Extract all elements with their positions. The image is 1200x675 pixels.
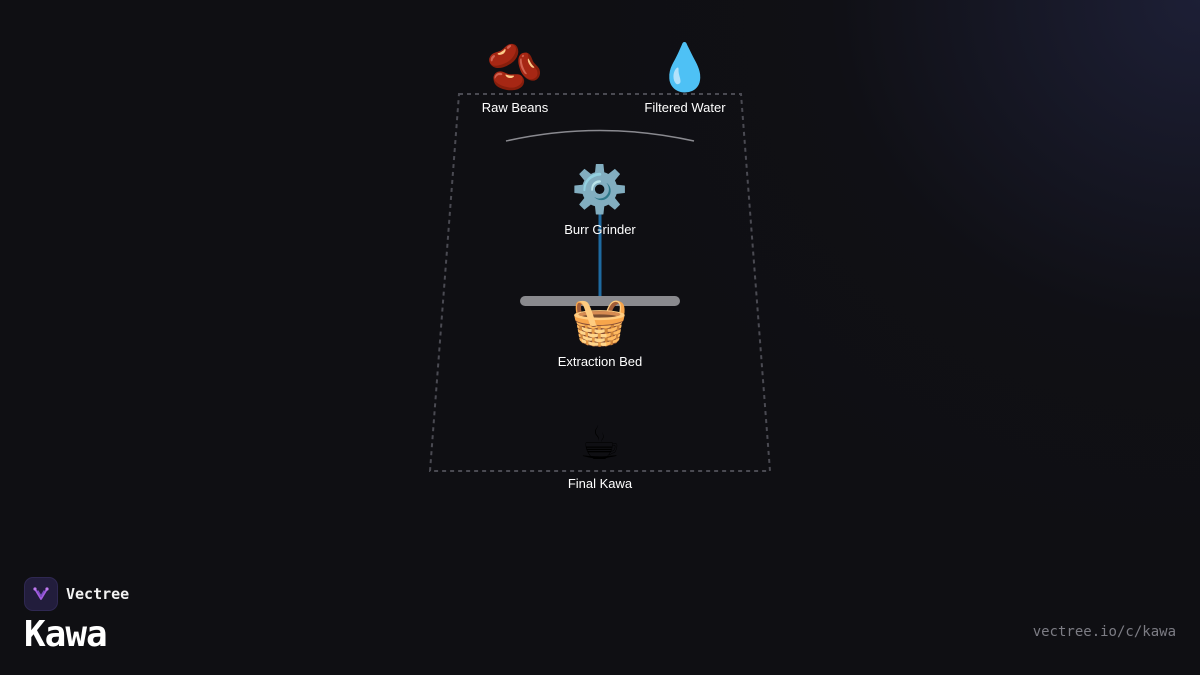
vectree-logo-icon [24,577,58,611]
page-title: Kawa [24,614,108,655]
node-label-raw-beans: Raw Beans [481,100,549,115]
node-extraction-bed: 🧺 Extraction Bed [510,294,690,370]
brand-row: Vectree [24,577,129,611]
node-label-burr-grinder: Burr Grinder [564,222,636,237]
gear-icon: ⚙️ [571,162,629,216]
node-raw-beans: 🫘 Raw Beans [425,40,605,116]
source-url: vectree.io/c/kawa [1032,624,1176,640]
brand-name: Vectree [66,585,130,603]
merge-arc [505,129,695,142]
node-label-extraction-bed: Extraction Bed [557,354,643,369]
node-burr-grinder: ⚙️ Burr Grinder [510,162,690,238]
node-label-final-kawa: Final Kawa [567,476,633,491]
water-drop-icon: 💧 [656,40,714,94]
brand-block: Vectree Kawa [24,577,129,657]
node-final-kawa: ☕ Final Kawa [510,416,690,492]
node-filtered-water: 💧 Filtered Water [595,40,775,116]
container-frame [428,93,772,472]
beans-icon: 🫘 [486,40,544,94]
basket-icon: 🧺 [571,294,629,348]
extraction-bar [520,296,680,306]
node-label-filtered-water: Filtered Water [644,100,726,115]
coffee-cup-icon: ☕ [579,416,621,470]
